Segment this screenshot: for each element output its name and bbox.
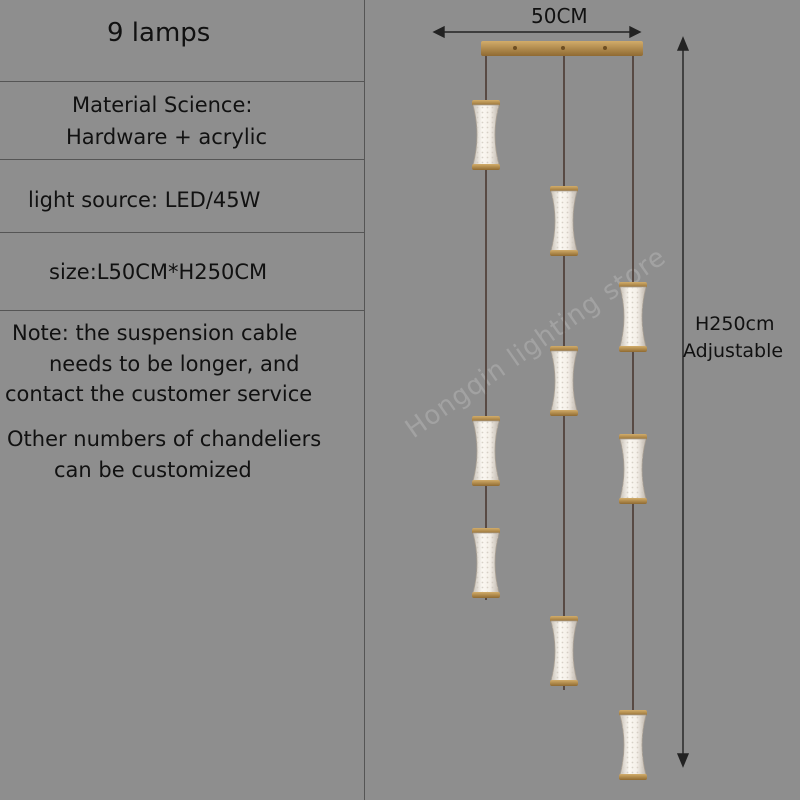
height-label: H250cm xyxy=(695,313,775,335)
width-label: 50CM xyxy=(531,4,588,28)
custom-line-2: can be customized xyxy=(54,458,252,482)
divider xyxy=(0,81,364,82)
pendant-lamp xyxy=(550,186,578,256)
pendant-lamp xyxy=(472,528,500,598)
pendant-lamp xyxy=(619,710,647,780)
pendant-lamp xyxy=(550,616,578,686)
light-source: light source: LED/45W xyxy=(28,188,261,212)
adjustable-label: Adjustable xyxy=(683,340,784,362)
note-line-2: needs to be longer, and xyxy=(49,352,300,376)
pendant-lamp xyxy=(472,100,500,170)
pendant-lamp xyxy=(550,346,578,416)
divider xyxy=(0,232,364,233)
divider xyxy=(0,310,364,311)
custom-line-1: Other numbers of chandeliers xyxy=(7,427,322,451)
pendant-lamp xyxy=(619,434,647,504)
spec-panel: 9 lamps Material Science: Hardware + acr… xyxy=(0,0,364,800)
pendant-lamp xyxy=(619,282,647,352)
width-dimension-arrow xyxy=(432,25,642,39)
lamp-count: 9 lamps xyxy=(107,18,211,48)
height-dimension-arrow xyxy=(676,36,690,768)
pendant-lamp xyxy=(472,416,500,486)
size-spec: size:L50CM*H250CM xyxy=(49,260,268,284)
panel-divider xyxy=(364,0,365,800)
material-heading: Material Science: xyxy=(72,93,253,117)
material-value: Hardware + acrylic xyxy=(66,125,268,149)
note-line-1: Note: the suspension cable xyxy=(12,321,298,345)
note-line-3: contact the customer service xyxy=(5,382,313,406)
divider xyxy=(0,159,364,160)
